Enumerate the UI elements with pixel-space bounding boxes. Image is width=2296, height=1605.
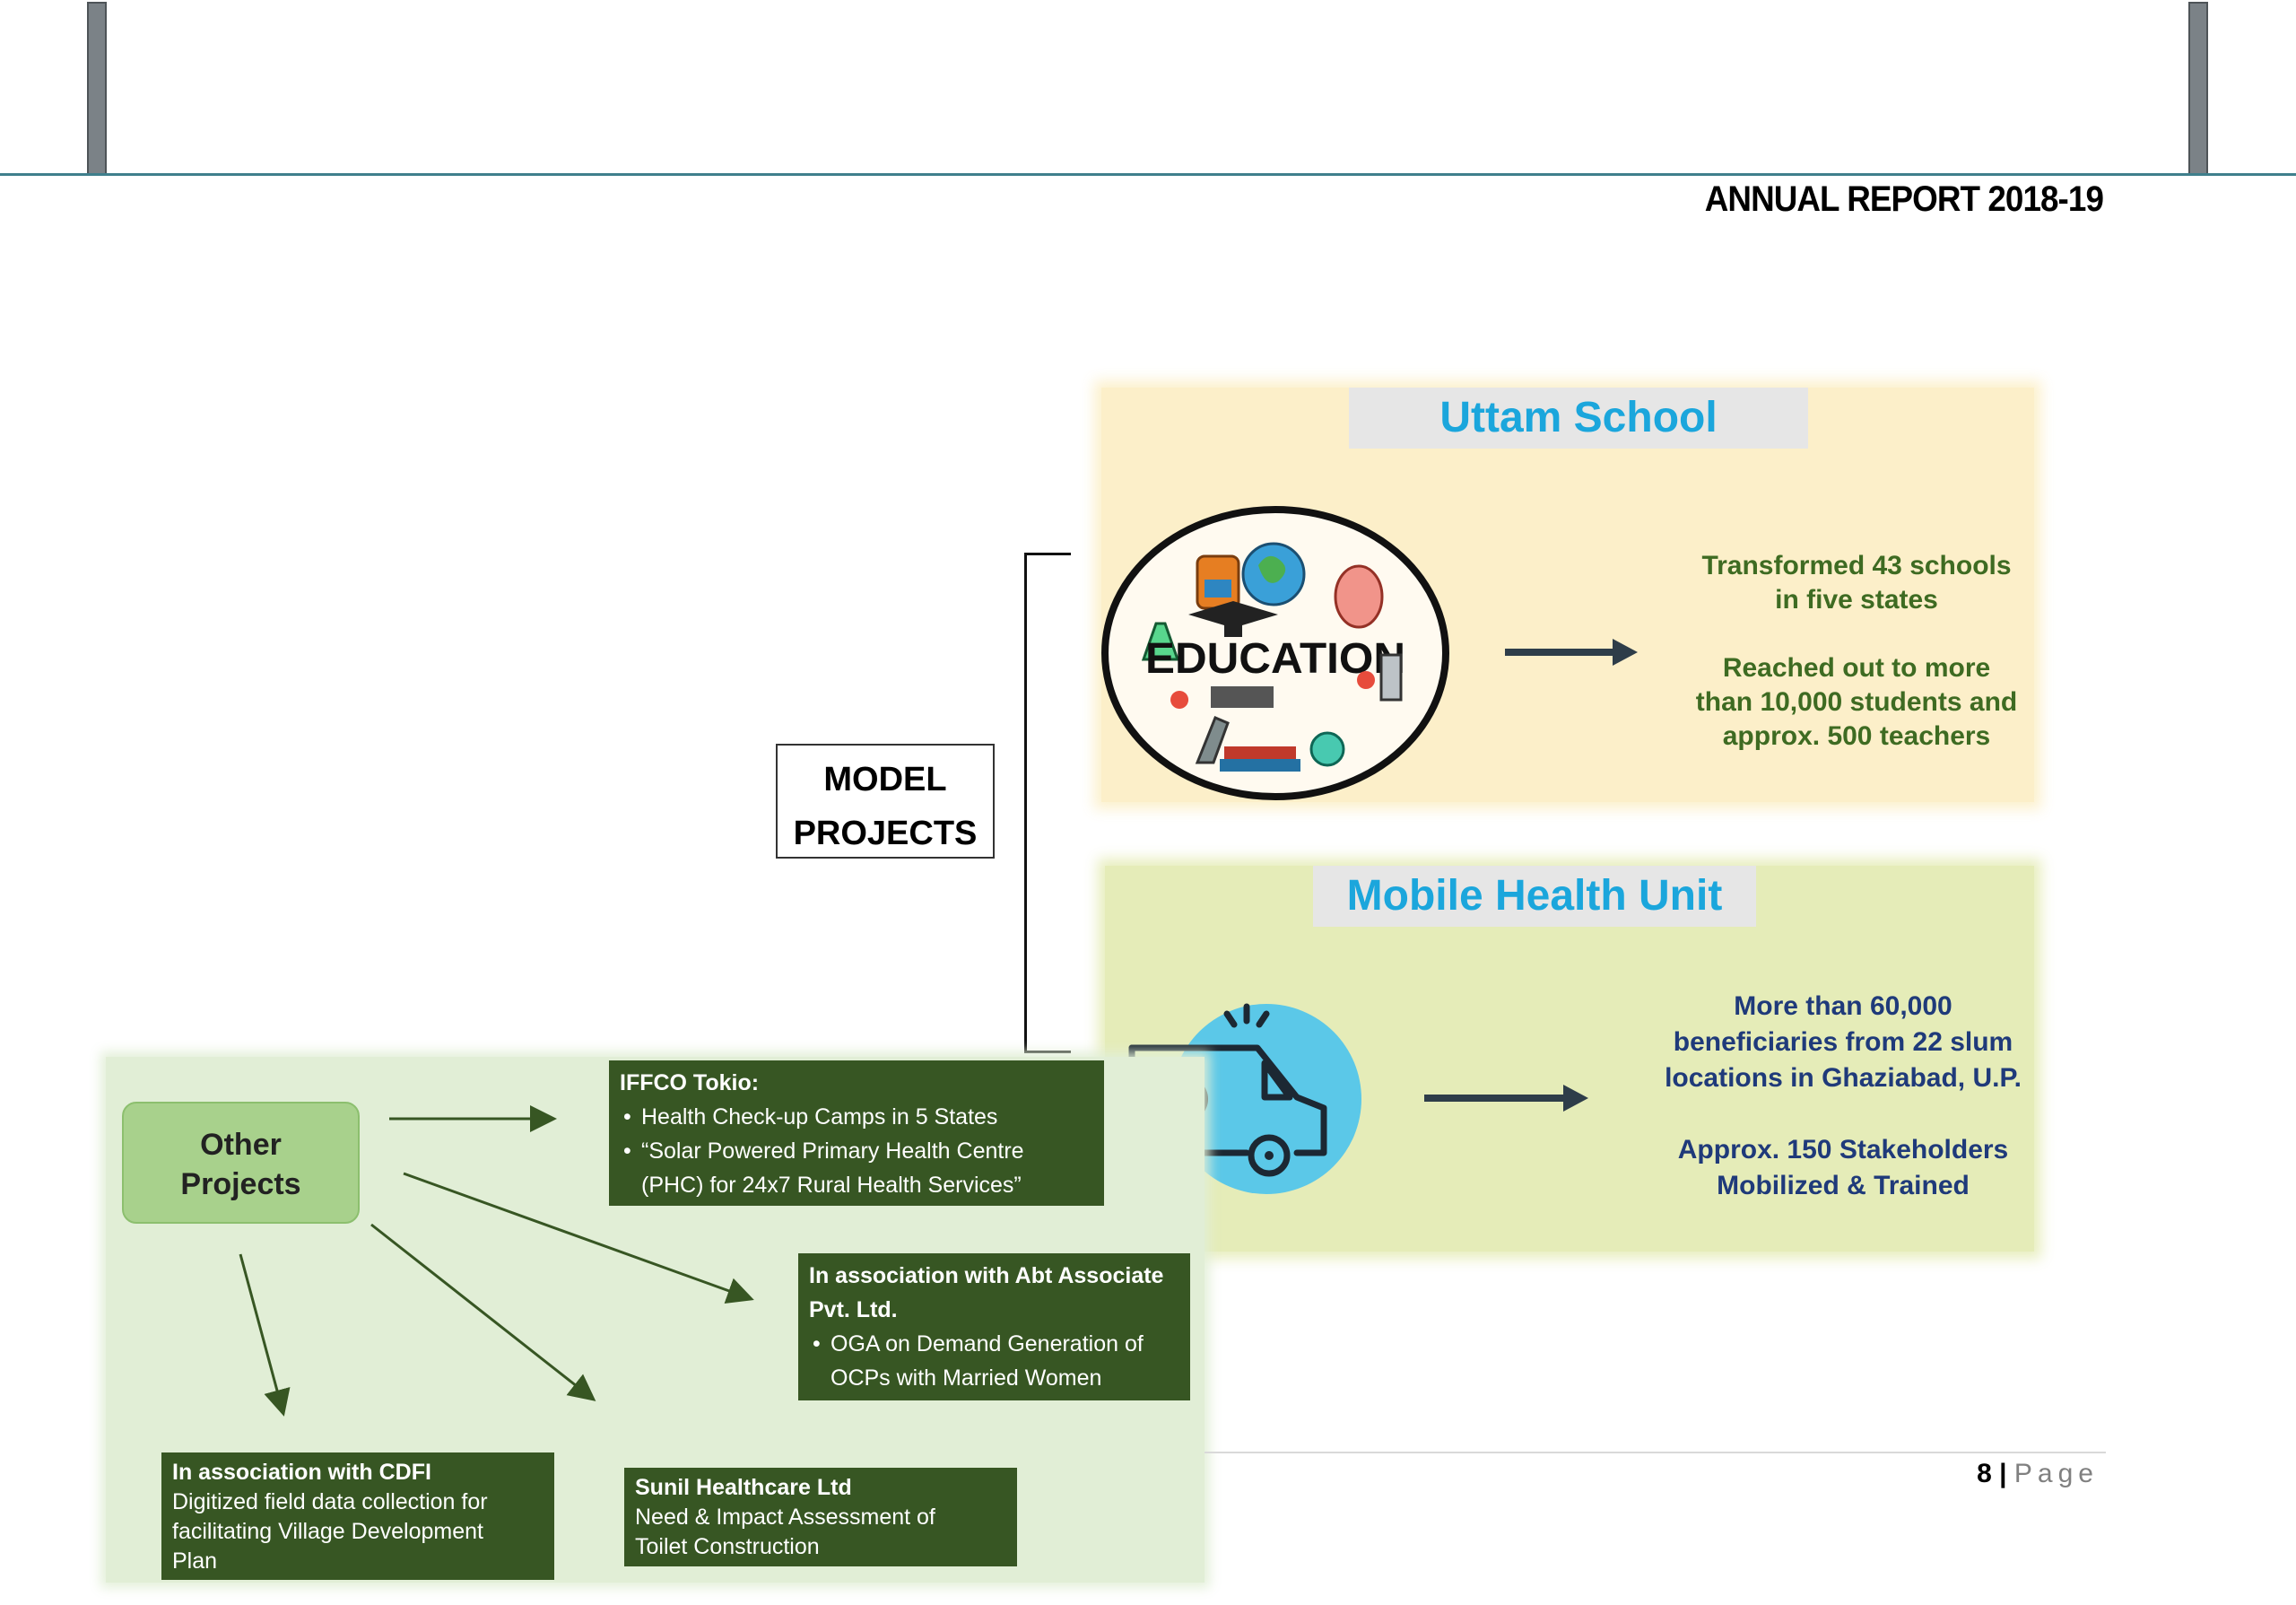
cdfi-title: In association with CDFI (172, 1460, 431, 1485)
cdfi-box: In association with CDFI Digitized field… (161, 1452, 554, 1580)
uttam-arrow-icon (1505, 639, 1638, 666)
page-number: 8 | Page (1794, 1459, 2099, 1489)
beaker-icon (1309, 731, 1345, 767)
apple-icon (1357, 671, 1375, 689)
sunil-line1: Need & Impact Assessment of (635, 1505, 935, 1530)
uttam-line2: in five states (1775, 585, 1938, 615)
iffco-box: IFFCO Tokio: Health Check-up Camps in 5 … (609, 1060, 1104, 1206)
abt-item-1a: OGA on Demand Generation of (831, 1331, 1144, 1356)
health-arrow-icon (1424, 1085, 1588, 1112)
sunil-line2: Toilet Construction (635, 1534, 820, 1559)
model-projects-label: MODEL PROJECTS (776, 744, 995, 859)
health-line4: Approx. 150 Stakeholders (1677, 1135, 2009, 1164)
abt-item-1b: OCPs with Married Women (831, 1365, 1102, 1391)
header-rule (0, 173, 2296, 176)
flask-icon (1141, 622, 1180, 661)
model-projects-bracket (1024, 553, 1071, 1053)
health-line5: Mobilized & Trained (1717, 1171, 1970, 1200)
other-projects-line1: Other (200, 1128, 282, 1162)
cdfi-line1: Digitized field data collection for (172, 1489, 488, 1514)
footer-rule (1205, 1452, 2106, 1453)
arrow-to-cdfi (239, 1253, 291, 1417)
iffco-item-2a: “Solar Powered Primary Health Centre (641, 1138, 1024, 1164)
abt-item-1: OGA on Demand Generation of OCPs with Ma… (809, 1327, 1179, 1395)
connector-arrows (239, 1105, 754, 1417)
column-icon (1379, 653, 1403, 702)
model-projects-line2: PROJECTS (793, 815, 978, 852)
ambulance-wheel-icon (1248, 1134, 1291, 1177)
uttam-line1: Transformed 43 schools (1701, 551, 2012, 580)
anatomy-icon (1334, 564, 1384, 629)
education-illustration: EDUCATION (1101, 506, 1449, 800)
page-number-separator: | (1999, 1459, 2007, 1488)
sunil-title: Sunil Healthcare Ltd (635, 1475, 852, 1500)
uttam-line4: than 10,000 students and (1695, 687, 2018, 717)
books-icon (1224, 746, 1296, 759)
other-projects-line2: Projects (180, 1167, 301, 1201)
cdfi-line3: Plan (172, 1548, 218, 1574)
mobile-health-title: Mobile Health Unit (1313, 866, 1756, 927)
iffco-title: IFFCO Tokio: (620, 1070, 760, 1095)
model-projects-line1: MODEL (823, 761, 947, 798)
arrow-to-sunil (370, 1223, 596, 1401)
health-line1: More than 60,000 (1734, 991, 1952, 1021)
uttam-school-stats: Transformed 43 schools in five states Re… (1659, 549, 2054, 754)
iffco-item-1: Health Check-up Camps in 5 States (620, 1100, 1093, 1134)
iffco-item-2b: (PHC) for 24x7 Rural Health Services” (641, 1173, 1022, 1198)
uttam-line3: Reached out to more (1722, 653, 1991, 683)
health-line3: locations in Ghaziabad, U.P. (1665, 1063, 2022, 1093)
page-number-value: 8 (1977, 1459, 1992, 1488)
microscope-icon (1195, 716, 1230, 764)
flower-icon (1170, 691, 1189, 709)
abt-box: In association with Abt Associate Pvt. L… (798, 1253, 1190, 1400)
uttam-school-title: Uttam School (1349, 388, 1808, 449)
iffco-item-2: “Solar Powered Primary Health Centre (PH… (620, 1134, 1093, 1202)
mobile-health-stats: More than 60,000 beneficiaries from 22 s… (1632, 989, 2054, 1204)
other-projects-label: Other Projects (122, 1102, 360, 1224)
health-line2: beneficiaries from 22 slum (1673, 1027, 2013, 1057)
arrow-to-abt (403, 1172, 754, 1304)
abt-title-a: In association with Abt Associate (809, 1263, 1164, 1288)
report-title: ANNUAL REPORT 2018-19 (1704, 179, 2104, 219)
sunil-box: Sunil Healthcare Ltd Need & Impact Asses… (624, 1468, 1017, 1566)
abt-title-b: Pvt. Ltd. (809, 1297, 898, 1322)
graduation-cap-icon (1188, 601, 1278, 628)
cdfi-line2: facilitating Village Development (172, 1519, 483, 1544)
uttam-line5: approx. 500 teachers (1722, 721, 1991, 751)
header-right-bar (2188, 2, 2208, 176)
page-word: Page (2013, 1459, 2099, 1488)
